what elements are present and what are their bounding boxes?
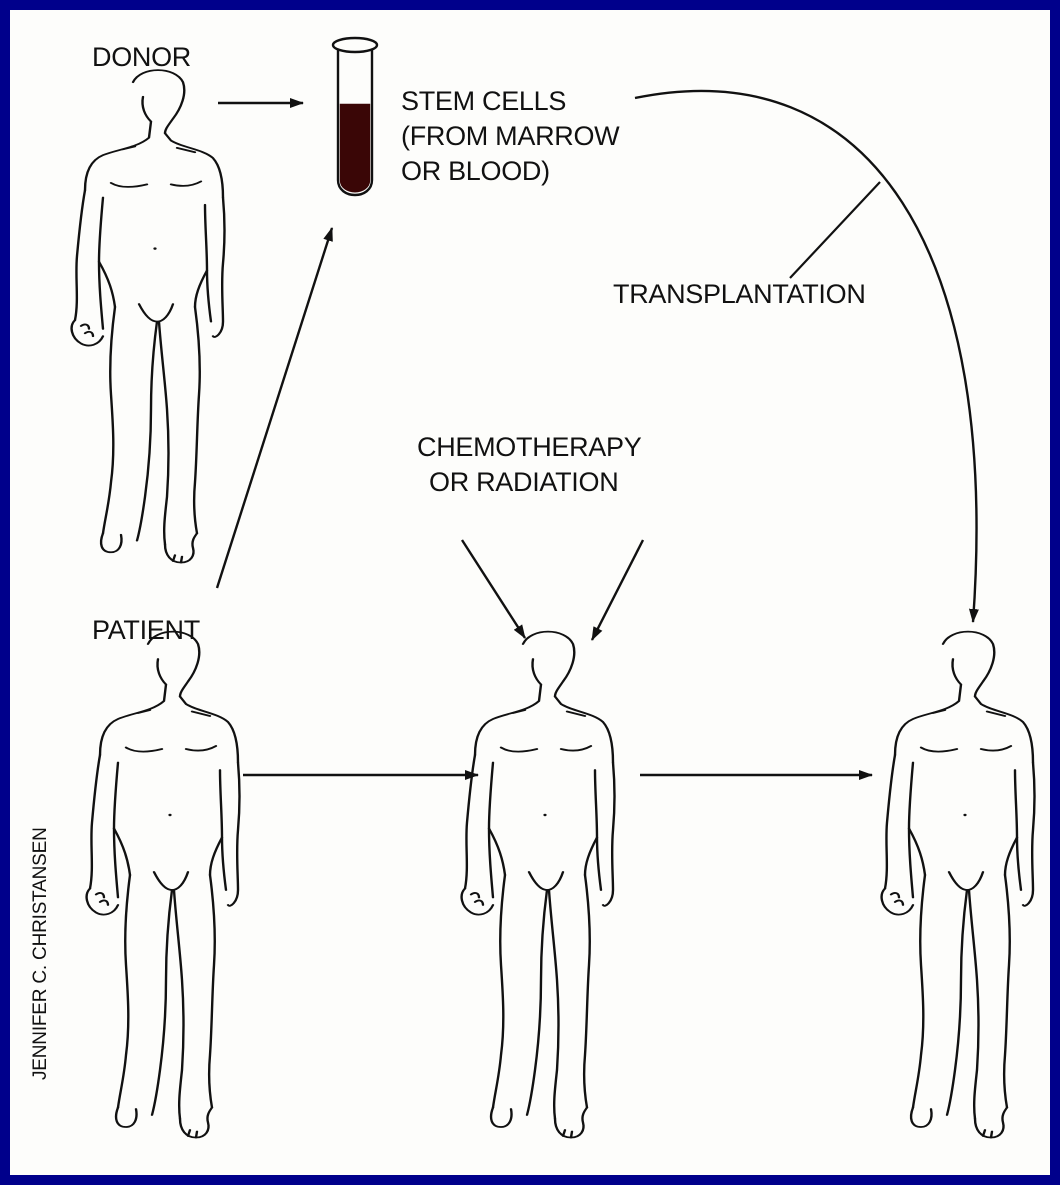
transplantation-label: TRANSPLANTATION: [613, 277, 866, 312]
test-tube-icon: [333, 38, 377, 195]
illustrator-credit: JENNIFER C. CHRISTANSEN: [30, 827, 52, 1080]
diagram-panel: DONOR STEM CELLS (FROM MARROW OR BLOOD) …: [10, 10, 1050, 1175]
conditioning-line-1: CHEMOTHERAPY: [417, 430, 641, 465]
conditioning-label: CHEMOTHERAPY OR RADIATION: [417, 430, 641, 500]
conditioned-patient-figure: [462, 632, 615, 1138]
stem-cells-line-2: (FROM MARROW: [401, 119, 619, 154]
stem-cells-label: STEM CELLS (FROM MARROW OR BLOOD): [401, 84, 619, 189]
transplantation-curve-arrow: [635, 91, 977, 622]
patient-label: PATIENT: [92, 613, 200, 648]
transplanted-patient-figure: [882, 632, 1035, 1138]
patient-figure: [87, 632, 240, 1138]
chemo-arrow-left: [462, 540, 525, 638]
conditioning-line-2: OR RADIATION: [417, 465, 641, 500]
transplantation-leader-line: [790, 182, 880, 278]
donor-label: DONOR: [92, 40, 191, 75]
patient-to-tube-arrow: [217, 228, 332, 588]
stem-cells-line-3: OR BLOOD): [401, 154, 619, 189]
chemo-arrow-right: [592, 540, 643, 640]
donor-figure: [72, 70, 225, 562]
stem-cells-line-1: STEM CELLS: [401, 84, 619, 119]
